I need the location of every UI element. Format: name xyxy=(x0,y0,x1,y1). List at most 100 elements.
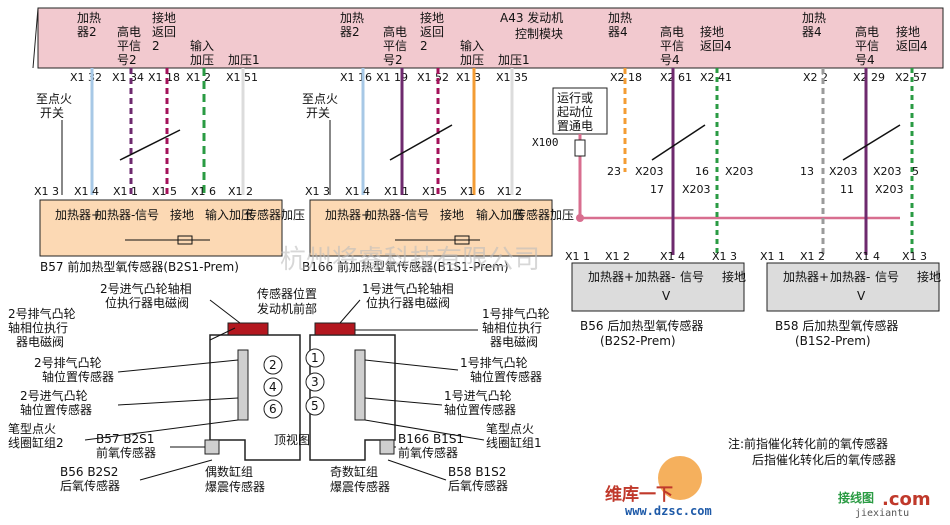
knock-sensor-labels: 偶数缸组 爆震传感器 奇数缸组 爆震传感器 xyxy=(205,464,390,494)
b56-caption-1: B56 后加热型氧传感器 xyxy=(580,318,703,333)
pin-left-2: X1 18 xyxy=(148,71,180,84)
relay-text-b: 起动位 xyxy=(557,104,593,119)
r2-j-5-x: X203 xyxy=(873,165,902,178)
b166-cells: 加热器+ 加热器- 信号 接地 输入加压 传感器加压 xyxy=(325,207,574,222)
module-title-1: A43 发动机 xyxy=(500,10,563,25)
label-ground-c: 2 xyxy=(152,39,160,53)
r2-j-5: 5 xyxy=(912,165,919,178)
callout-r-int-pos-b: 轴位置传感器 xyxy=(444,402,516,417)
b56-cell-heater-minus: 加热器- xyxy=(635,270,675,284)
ignition-mid: 至点火 开关 xyxy=(302,92,338,120)
callout-l-b56-a: B56 B2S2 xyxy=(60,465,118,479)
ign-left-b: 开关 xyxy=(40,106,64,120)
header-mid-labels: 加热 器2 高电 平信 号2 接地 返回 2 输入 加压 加压1 A43 发动机… xyxy=(340,10,563,67)
mid-label-hi-b: 平信 xyxy=(383,39,407,53)
r2-junctions: 13 X203 X203 5 11 X203 xyxy=(800,165,919,196)
b57-pin-0: X1 3 xyxy=(34,185,59,198)
b166-pin-0: X1 3 xyxy=(305,185,330,198)
ign-left-a: 至点火 xyxy=(36,92,72,106)
pin-r1-1: X2 61 xyxy=(660,71,692,84)
cyl-label-2: 2 xyxy=(269,358,277,372)
engine-top-view xyxy=(204,322,396,461)
b58-caption-2: (B1S2-Prem) xyxy=(795,334,871,348)
b58-pin-3: X1 3 xyxy=(902,250,927,263)
b57-cell-ground: 接地 xyxy=(170,207,194,222)
b166-pin-3: X1 5 xyxy=(422,185,447,198)
label-hi-signal-b: 平信 xyxy=(117,39,141,53)
mid-label-hi-a: 高电 xyxy=(383,24,407,39)
pin-r2-1: X2 29 xyxy=(853,71,885,84)
ignition-left: 至点火 开关 xyxy=(36,92,72,120)
ecm-header-band xyxy=(37,7,944,69)
logo-sun-icon xyxy=(658,456,702,500)
cyl-label-5: 5 xyxy=(311,399,319,413)
pin-left-1: X1 34 xyxy=(112,71,144,84)
b166-pin-4: X1 6 xyxy=(460,185,485,198)
b57-cell-heater-plus: 加热器+ xyxy=(55,208,101,222)
r2-label-hi-c: 号4 xyxy=(855,53,875,67)
b58-pin-1: X1 2 xyxy=(800,250,825,263)
wires-mid xyxy=(361,68,514,195)
header-left-labels: 加热 器2 高电 平信 号2 接地 返回 2 输入 加压 加压1 xyxy=(77,10,260,67)
b56-connector-pins: X1 1 X1 2 X1 4 X1 3 xyxy=(565,250,737,263)
r1-j-16: 16 xyxy=(695,165,709,178)
mid-label-heater2-b: 器2 xyxy=(340,25,360,39)
b166-pin-1: X1 4 xyxy=(345,185,370,198)
r2-j-13: 13 xyxy=(800,165,814,178)
b56-pin-3: X1 3 xyxy=(712,250,737,263)
label-hi-signal-c: 号2 xyxy=(117,53,137,67)
r1-j-16-x: X203 xyxy=(725,165,754,178)
r2-j-11: 11 xyxy=(840,183,854,196)
callout-r-exh-act-a: 1号排气凸轮 xyxy=(482,306,550,321)
r1-label-hi-b: 平信 xyxy=(660,39,684,53)
b58-caption-1: B58 后加热型氧传感器 xyxy=(775,318,898,333)
cam-actuator-left xyxy=(227,322,269,336)
coil-bank-left xyxy=(237,349,249,421)
callout-r-int-pos-a: 1号进气凸轮 xyxy=(444,388,512,403)
b58-connector-pins: X1 1 X1 2 X1 4 X1 3 xyxy=(760,250,927,263)
b166-cell-sensor-boost: 传感器加压 xyxy=(514,207,574,222)
b57-pin-3: X1 5 xyxy=(152,185,177,198)
callout-l-b57-b: 前氧传感器 xyxy=(96,445,156,460)
pin-mid-2: X1 52 xyxy=(417,71,449,84)
mid-label-boost1: 加压1 xyxy=(498,53,530,67)
header-left-edge xyxy=(32,7,39,69)
company-watermark: 杭州将睿科技有限公司 xyxy=(280,245,540,275)
b57-sensor-box xyxy=(39,199,283,257)
label-input-b: 加压 xyxy=(190,53,214,67)
callout-l-exh-pos-b: 轴位置传感器 xyxy=(42,369,114,384)
engine-right-bank xyxy=(309,334,396,461)
r1-j-23-x: X203 xyxy=(635,165,664,178)
pin-mid-1: X1 19 xyxy=(376,71,408,84)
mid-label-gnd-c: 2 xyxy=(420,39,428,53)
left-twist-mark xyxy=(119,129,181,161)
b57-connector-pins: X1 3 X1 4 X1 1 X1 5 X1 6 X1 2 xyxy=(34,185,253,198)
r1-label-gnd-a: 接地 xyxy=(700,24,724,39)
callout-r-exh-pos-b: 轴位置传感器 xyxy=(470,369,542,384)
b57-pin-1: X1 4 xyxy=(74,185,99,198)
callout-l-intake-cam-a: 2号进气凸轮轴相 xyxy=(100,281,192,296)
engine-callouts-left: 2号进气凸轮轴相 位执行器电磁阀 2号排气凸轮 轴相位执行 器电磁阀 2号排气凸… xyxy=(8,281,192,493)
pin-row-r1: X2 18 X2 61 X2 41 xyxy=(610,71,732,84)
label-input-a: 输入 xyxy=(190,38,214,53)
logo-title: 维库一下 xyxy=(605,484,673,505)
callout-r-b166-b: 前氧传感器 xyxy=(398,445,458,460)
callout-l-b57-a: B57 B2S1 xyxy=(96,432,154,446)
b57-resistor xyxy=(177,235,193,245)
note-line-1: 注:前指催化转化前的氧传感器 xyxy=(728,436,888,451)
callout-l-int-pos-b: 轴位置传感器 xyxy=(20,402,92,417)
callout-r-b166-a: B166 B1S1 xyxy=(398,432,464,446)
mid-twist-mark xyxy=(389,124,453,161)
b166-cell-ground: 接地 xyxy=(440,207,464,222)
knock-left-b: 爆震传感器 xyxy=(205,479,265,494)
pin-row-left: X1 32 X1 34 X1 18 X1 2 X1 51 xyxy=(70,71,258,84)
r1-label-heater4-a: 加热 xyxy=(608,11,632,25)
header-right2-labels: 加热 器4 高电 平信 号4 接地 返回4 xyxy=(802,11,928,67)
pin-left-0: X1 32 xyxy=(70,71,102,84)
mid-label-hi-c: 号2 xyxy=(383,53,403,67)
b57-cell-heater-minus: 加热器- xyxy=(95,208,135,222)
relay-box xyxy=(552,87,608,135)
engine-callouts-right: 1号进气凸轮轴相 位执行器电磁阀 1号排气凸轮 轴相位执行 器电磁阀 1号排气凸… xyxy=(362,281,550,493)
b56-cell-ground: 接地 xyxy=(722,269,746,284)
label-boost1: 加压1 xyxy=(228,53,260,67)
